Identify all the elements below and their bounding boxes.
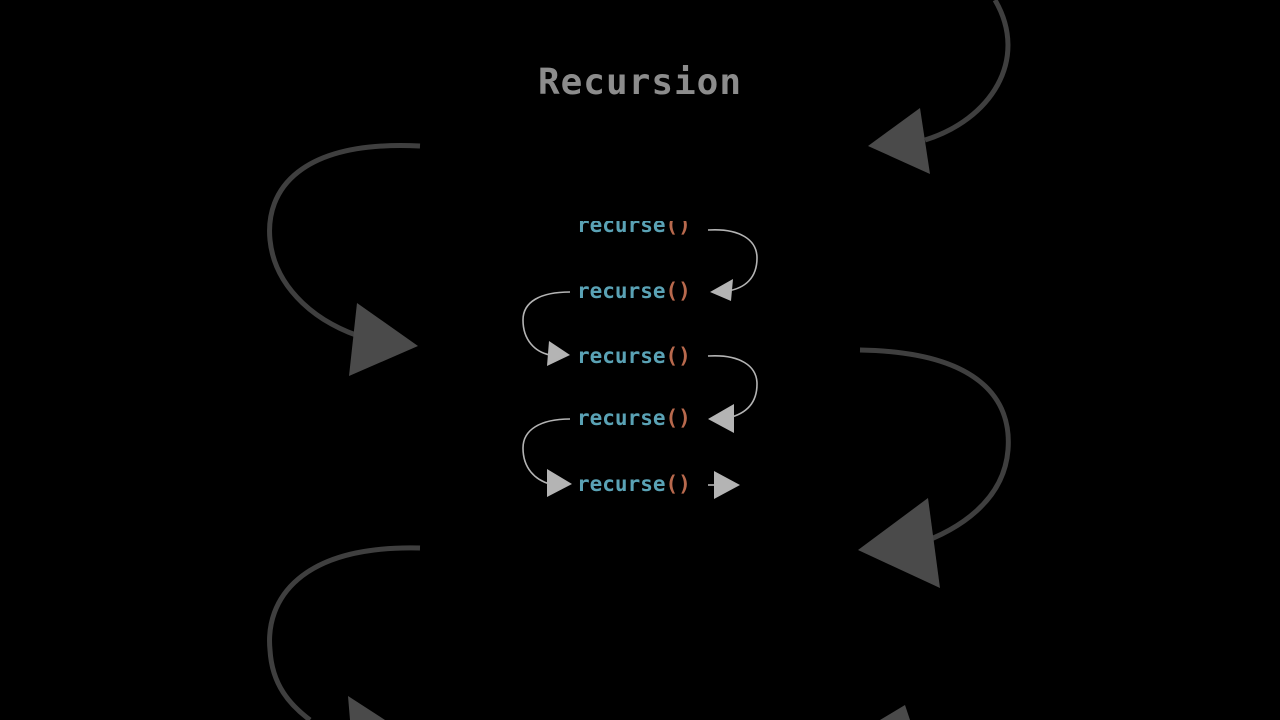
function-name: recurse xyxy=(577,279,666,303)
call-arrow-curve-3 xyxy=(707,355,758,419)
call-arrowhead-2 xyxy=(547,341,570,366)
call-row-4: recurse() xyxy=(577,408,691,429)
call-arrow-curve-4 xyxy=(522,418,571,485)
function-name: recurse xyxy=(577,406,666,430)
bg-arrow-curve-top-right xyxy=(924,0,1011,143)
call-parens: () xyxy=(665,344,691,368)
call-row-clip: recurse() xyxy=(560,221,760,241)
call-arrowhead-1 xyxy=(710,279,733,301)
function-name: recurse xyxy=(577,221,666,237)
bg-arrow-curve-right-middle xyxy=(859,347,1011,548)
bg-arrowhead-left-upper xyxy=(349,303,418,376)
bg-arrowhead-top-right xyxy=(868,108,930,174)
bg-arrowhead-bottom-right xyxy=(880,705,910,720)
bg-arrowhead-right-middle xyxy=(858,498,940,588)
call-arrowhead-4 xyxy=(547,469,572,497)
bg-arrowhead-left-lower xyxy=(348,696,385,720)
call-row-1: recurse() xyxy=(577,221,691,236)
call-parens: () xyxy=(665,279,691,303)
call-parens: () xyxy=(665,472,691,496)
function-name: recurse xyxy=(577,344,666,368)
call-parens: () xyxy=(665,406,691,430)
call-row-2: recurse() xyxy=(577,281,691,302)
function-name: recurse xyxy=(577,472,666,496)
page-title: Recursion xyxy=(537,62,743,103)
call-arrowhead-5 xyxy=(714,471,740,499)
call-row-3: recurse() xyxy=(577,346,691,367)
call-row-5: recurse() xyxy=(577,474,691,495)
call-arrow-curve-2 xyxy=(522,291,571,356)
bg-arrow-curve-left-upper xyxy=(267,143,421,341)
call-arrowhead-3 xyxy=(708,404,734,433)
call-arrow-curve-1 xyxy=(707,229,758,292)
bg-arrow-curve-left-lower xyxy=(267,545,421,720)
call-parens: () xyxy=(665,221,691,237)
